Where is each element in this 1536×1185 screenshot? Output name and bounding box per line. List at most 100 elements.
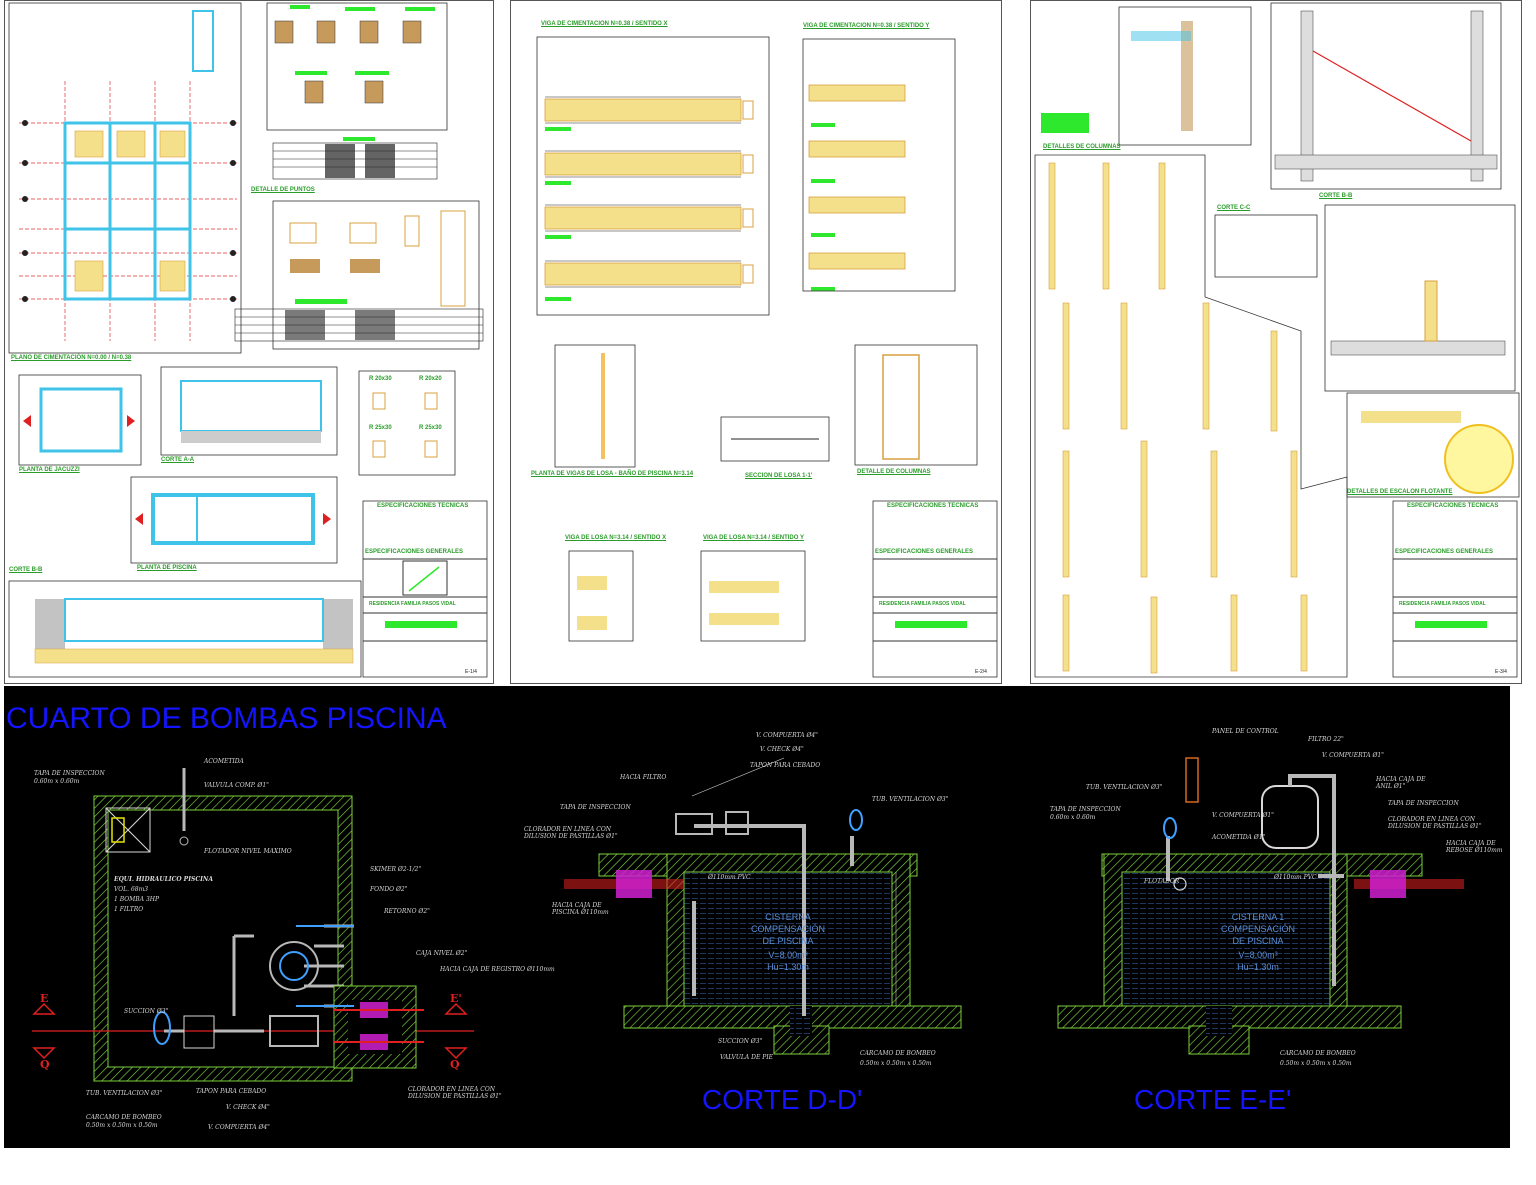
e-note-filtro: FILTRO 22": [1308, 736, 1344, 743]
note-flotador: FLOTADOR NIVEL MAXIMO: [204, 848, 292, 855]
e-note-hacia-rebose: HACIA CAJA DE REBOSE Ø110mm: [1446, 840, 1503, 854]
pump-room-title: CUARTO DE BOMBAS PISCINA: [6, 702, 447, 735]
note-skimer: SKIMER Ø2-1/2": [370, 866, 422, 873]
note-hacia-caja: HACIA CAJA DE REGISTRO Ø110mm: [440, 966, 555, 973]
label-viga-losa-y: VIGA DE LOSA N=3.14 / SENTIDO Y: [703, 535, 804, 541]
note-carcamo-dim: 0.50m x 0.50m x 0.50m: [86, 1122, 158, 1129]
d-note-carcamo-dim: 0.50m x 0.50m x 0.50m: [860, 1060, 932, 1067]
d-height: Hu=1.30m: [767, 962, 809, 972]
e-note-vcomp: V. COMPUERTA Ø1": [1322, 752, 1384, 759]
sheet-e3-drawing: [1034, 2, 1520, 678]
specs-title: ESPECIFICACIONES TECNICAS: [887, 503, 979, 509]
note-tapa: TAPA DE INSPECCION: [34, 770, 105, 777]
sheet-number: E-2/4: [975, 669, 987, 675]
project-name: RESIDENCIA FAMILIA PASOS VIDAL: [369, 601, 456, 607]
section-mark: Q: [40, 1058, 50, 1071]
d-note-tub-vent: TUB. VENTILACION Ø3": [872, 796, 949, 803]
label-detalle-columnas: DETALLE DE COLUMNAS: [857, 469, 931, 475]
note-valvula: VALVULA COMP. Ø1": [204, 782, 269, 789]
sheet-e3: DETALLES DE COLUMNAS CORTE C-C CORTE B-B…: [1030, 0, 1522, 684]
e-cisterna-1: CISTERNA 1: [1231, 912, 1285, 922]
e-note-tapa2-dim: 0.60m x 0.60m: [1050, 814, 1096, 821]
section-mark: E': [450, 992, 462, 1005]
label-viga-y: VIGA DE CIMENTACION N=0.38 / SENTIDO Y: [803, 23, 930, 29]
pump-room-drawing: [32, 757, 1464, 1082]
pump-room-panel: CUARTO DE BOMBAS PISCINA CORTE D-D' CORT…: [4, 686, 1510, 1148]
section-label: R 20x20: [419, 376, 442, 382]
d-note-carcamo: CARCAMO DE BOMBEO: [860, 1050, 936, 1057]
e-note-tapa: TAPA DE INSPECCION: [1388, 800, 1459, 807]
e-note-panel: PANEL DE CONTROL: [1212, 728, 1279, 735]
e-note-tapa2: TAPA DE INSPECCION: [1050, 806, 1121, 813]
label-corte-cc: CORTE C-C: [1217, 205, 1251, 211]
label-planta-jacuzzi: PLANTA DE JACUZZI: [19, 467, 80, 473]
label-planta-vigas: PLANTA DE VIGAS DE LOSA - BAÑO DE PISCIN…: [531, 471, 694, 477]
d-volume: V=8.00m³: [768, 950, 808, 960]
e-note-tub-vent: TUB. VENTILACION Ø3": [1086, 784, 1163, 791]
sheet-number: E-1/4: [465, 669, 477, 675]
sheet-e1-drawing: [8, 2, 488, 678]
note-vcomp: V. COMPUERTA Ø4": [208, 1124, 270, 1131]
d-note-tapa: TAPA DE INSPECCION: [560, 804, 631, 811]
label-viga-losa-x: VIGA DE LOSA N=3.14 / SENTIDO X: [565, 535, 667, 541]
e-note-carcamo-dim: 0.50m x 0.50m x 0.50m: [1280, 1060, 1352, 1067]
note-acometida: ACOMETIDA: [204, 758, 244, 765]
d-note-hacia-caja: HACIA CAJA DE PISCINA Ø110mm: [552, 902, 609, 916]
e-note-acometida: ACOMETIDA Ø1": [1212, 834, 1266, 841]
e-volume: V=8.00m³: [1238, 950, 1278, 960]
e-cisterna-2: COMPENSACIÓN: [1220, 924, 1295, 934]
sheet-e1: PLANO DE CIMENTACIÓN N=0.00 / N=0.38 DET…: [4, 0, 494, 684]
note-tapon: TAPON PARA CEBADO: [196, 1088, 267, 1095]
label-detalles-columnas: DETALLES DE COLUMNAS: [1043, 144, 1121, 150]
e-note-flotador: FLOTADOR: [1144, 878, 1180, 885]
label-viga-x: VIGA DE CIMENTACION N=0.38 / SENTIDO X: [541, 21, 668, 27]
specs-general: ESPECIFICACIONES GENERALES: [365, 549, 464, 555]
d-cisterna-1: CISTERNA: [765, 912, 811, 922]
d-note-vcomp: V. COMPUERTA Ø4": [756, 732, 818, 739]
note-retorno: RETORNO Ø2": [384, 908, 430, 915]
e-height: Hu=1.30m: [1237, 962, 1279, 972]
d-note-tapon: TAPON PARA CEBADO: [750, 762, 821, 769]
label-planta-piscina: PLANTA DE PISCINA: [137, 565, 197, 571]
note-carcamo: CARCAMO DE BOMBEO: [86, 1114, 162, 1121]
note-tapa-dim: 0.60m x 0.60m: [34, 778, 80, 785]
section-mark: E: [40, 992, 49, 1005]
e-note-pvc: Ø110mm PVC: [1274, 874, 1317, 881]
e-cisterna-3: DE PISCINA: [1232, 936, 1284, 946]
e-note-hacia-caja: HACIA CAJA DE ANIL Ø1": [1376, 776, 1426, 790]
note-tub-vent: TUB. VENTILACION Ø3": [86, 1090, 163, 1097]
note-equipo-1: VOL. 68m3: [114, 886, 149, 893]
specs-title: ESPECIFICACIONES TECNICAS: [1407, 503, 1499, 509]
label-detalle-puntos: DETALLE DE PUNTOS: [251, 187, 315, 193]
e-note-clorador: CLORADOR EN LINEA CON DILUSION DE PASTIL…: [1388, 816, 1482, 830]
sheet-e2-drawing: [536, 36, 998, 678]
note-fondo: FONDO Ø2": [370, 886, 408, 893]
d-note-valvula-pie: VALVULA DE PIE: [720, 1054, 774, 1061]
section-label: R 25x30: [369, 425, 392, 431]
specs-title: ESPECIFICACIONES TECNICAS: [377, 503, 469, 509]
section-label: R 25x30: [419, 425, 442, 431]
specs-general: ESPECIFICACIONES GENERALES: [1395, 549, 1494, 555]
sheet-e2: VIGA DE CIMENTACION N=0.38 / SENTIDO X V…: [510, 0, 1002, 684]
note-equipo: EQUI. HIDRAULICO PISCINA: [114, 876, 214, 883]
note-cajanivel: CAJA NIVEL Ø2": [416, 950, 468, 957]
d-note-vcheck: V. CHECK Ø4": [760, 746, 804, 753]
e-note-carcamo: CARCAMO DE BOMBEO: [1280, 1050, 1356, 1057]
e-note-vcomp2: V. COMPUERTA Ø1": [1212, 812, 1274, 819]
corte-d-title: CORTE D-D': [702, 1084, 863, 1115]
note-succion: SUCCION Ø3": [124, 1008, 169, 1015]
note-clorador: CLORADOR EN LINEA CON DILUSION DE PASTIL…: [408, 1086, 502, 1100]
d-note-hacia-filtro: HACIA FILTRO: [620, 774, 667, 781]
label-escalon: DETALLES DE ESCALON FLOTANTE: [1347, 489, 1453, 495]
corte-e-title: CORTE E-E': [1134, 1084, 1292, 1115]
label-corte-aa: CORTE A-A: [161, 457, 195, 463]
note-equipo-3: 1 FILTRO: [114, 906, 144, 913]
d-cisterna-2: COMPENSACIÓN: [750, 924, 825, 934]
sheet-number: E-3/4: [1495, 669, 1507, 675]
d-cisterna-3: DE PISCINA: [762, 936, 814, 946]
note-equipo-2: 1 BOMBA 3HP: [114, 896, 160, 903]
section-mark: Q: [450, 1058, 460, 1071]
label-seccion-losa: SECCION DE LOSA 1-1': [745, 473, 813, 479]
label-corte-bb: CORTE B-B: [9, 567, 43, 573]
specs-general: ESPECIFICACIONES GENERALES: [875, 549, 974, 555]
